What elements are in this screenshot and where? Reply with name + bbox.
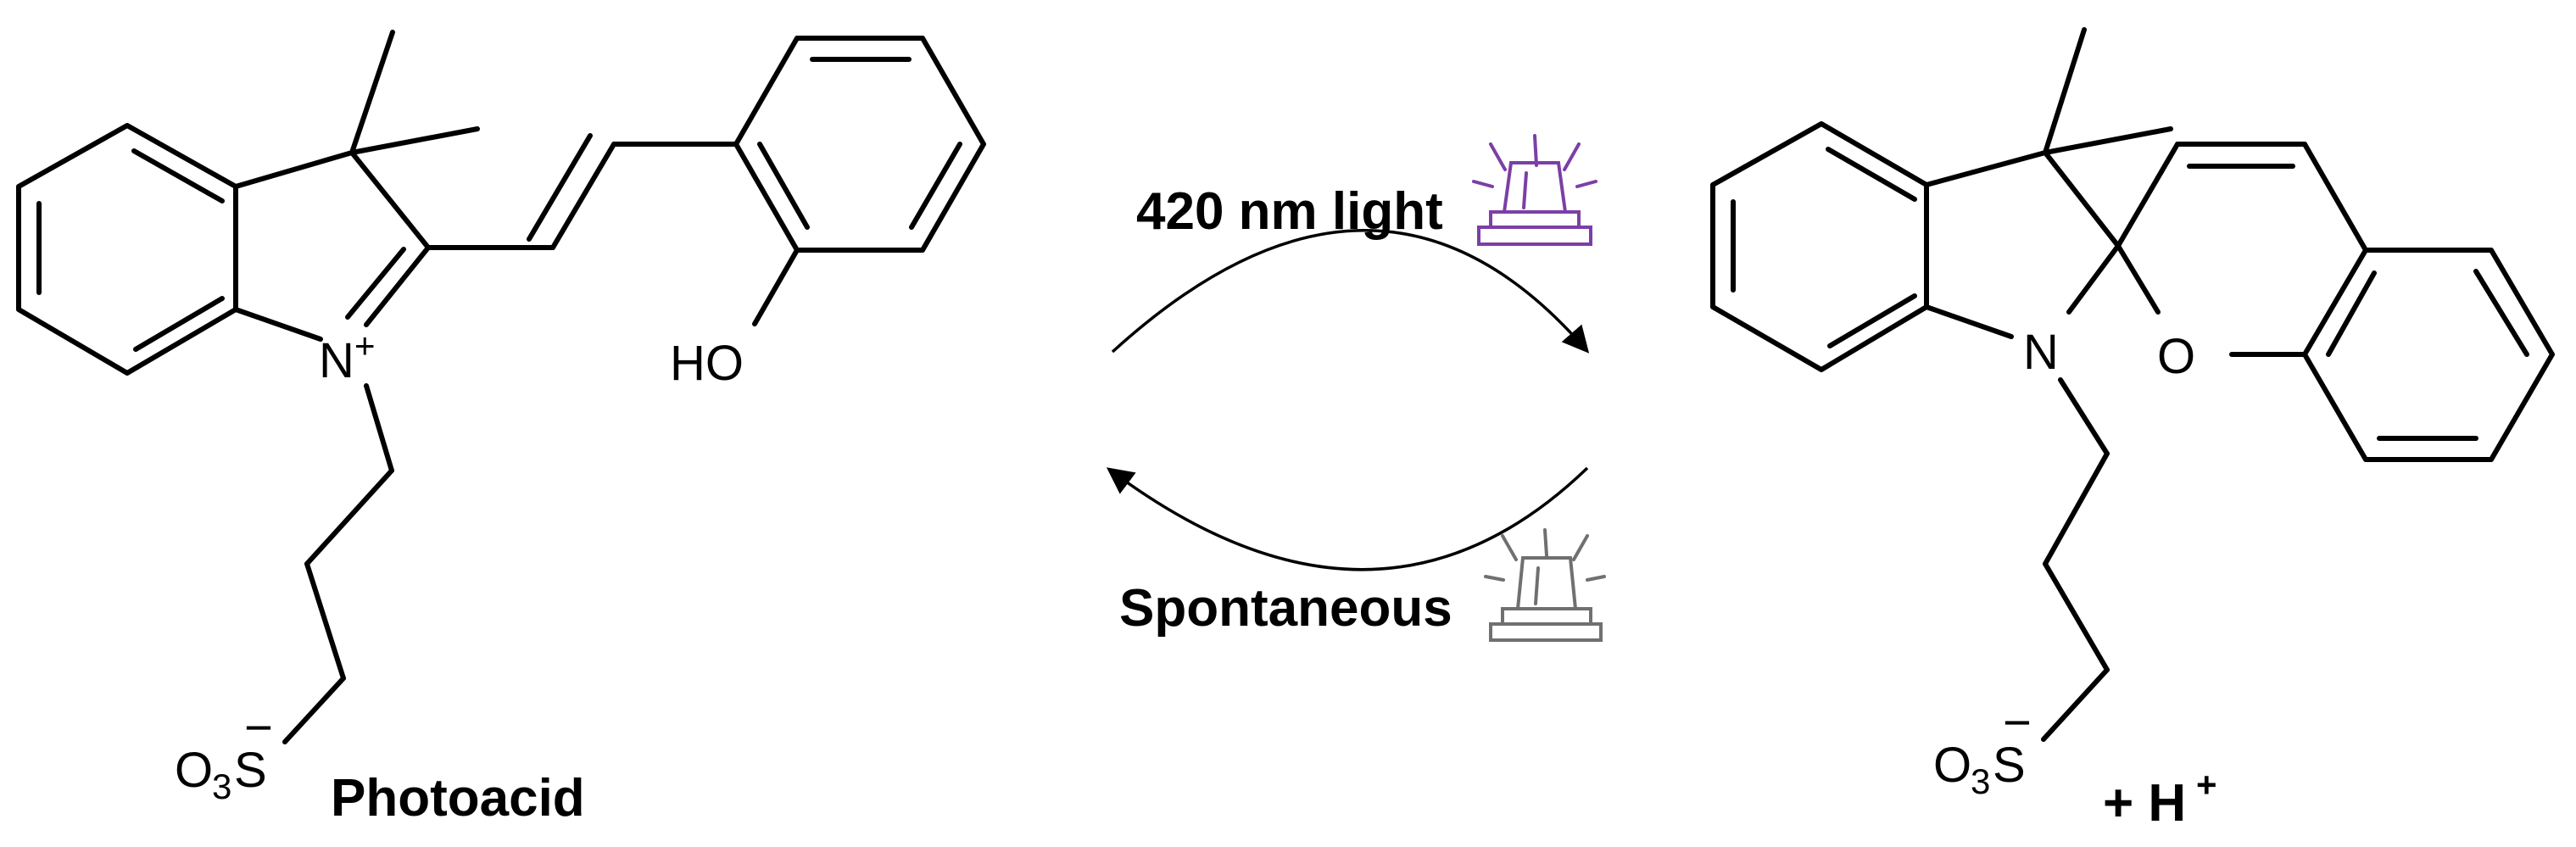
- photoacid-label: Photoacid: [331, 769, 585, 827]
- reverse-condition-label: Spontaneous: [1119, 579, 1452, 638]
- left-phenol-ring: [733, 36, 986, 253]
- right-chromene-benzene: [2302, 248, 2555, 462]
- spiropyran-molecule: N O O 3 S − + H +: [1710, 27, 2555, 833]
- left-methyl-1: [349, 30, 395, 155]
- right-benzene-ring: [1710, 121, 1929, 372]
- left-benzene-ring: [16, 123, 238, 376]
- forward-condition-label: 420 nm light: [1136, 182, 1443, 241]
- right-sulfonate-s: S: [1993, 738, 2026, 793]
- left-sulfonate-charge: −: [244, 700, 273, 755]
- left-methyl-2: [349, 126, 480, 155]
- alarm-lamp-icon-purple: [1472, 134, 1597, 246]
- right-sulfonate-subscript: 3: [1971, 761, 1990, 801]
- left-nitrogen-charge: +: [354, 326, 376, 365]
- left-sulfonate-s: S: [234, 743, 267, 798]
- right-sulfonate-charge: −: [2003, 695, 2032, 750]
- proton-charge: +: [2196, 765, 2217, 805]
- left-c3-bond: [233, 150, 354, 189]
- left-propyl-chain: [364, 383, 394, 473]
- reverse-arrow: [1106, 466, 1589, 571]
- left-nitrogen: N: [319, 333, 354, 388]
- left-hydroxyl: HO: [670, 336, 744, 391]
- left-sulfonate-subscript: 3: [212, 766, 231, 806]
- proton-label: + H: [2103, 774, 2186, 833]
- left-sulfonate-o: O: [175, 743, 213, 798]
- right-nitrogen: N: [2023, 325, 2059, 380]
- reaction-arrows: 420 nm light Spontaneous: [1106, 134, 1606, 642]
- forward-arrow: [1111, 229, 1590, 354]
- photoacid-molecule: N + HO O 3 S − Photoacid: [16, 30, 986, 827]
- right-sulfonate-o: O: [1933, 738, 1971, 793]
- right-oxygen: O: [2157, 329, 2195, 384]
- alarm-lamp-icon-gray: [1484, 528, 1606, 642]
